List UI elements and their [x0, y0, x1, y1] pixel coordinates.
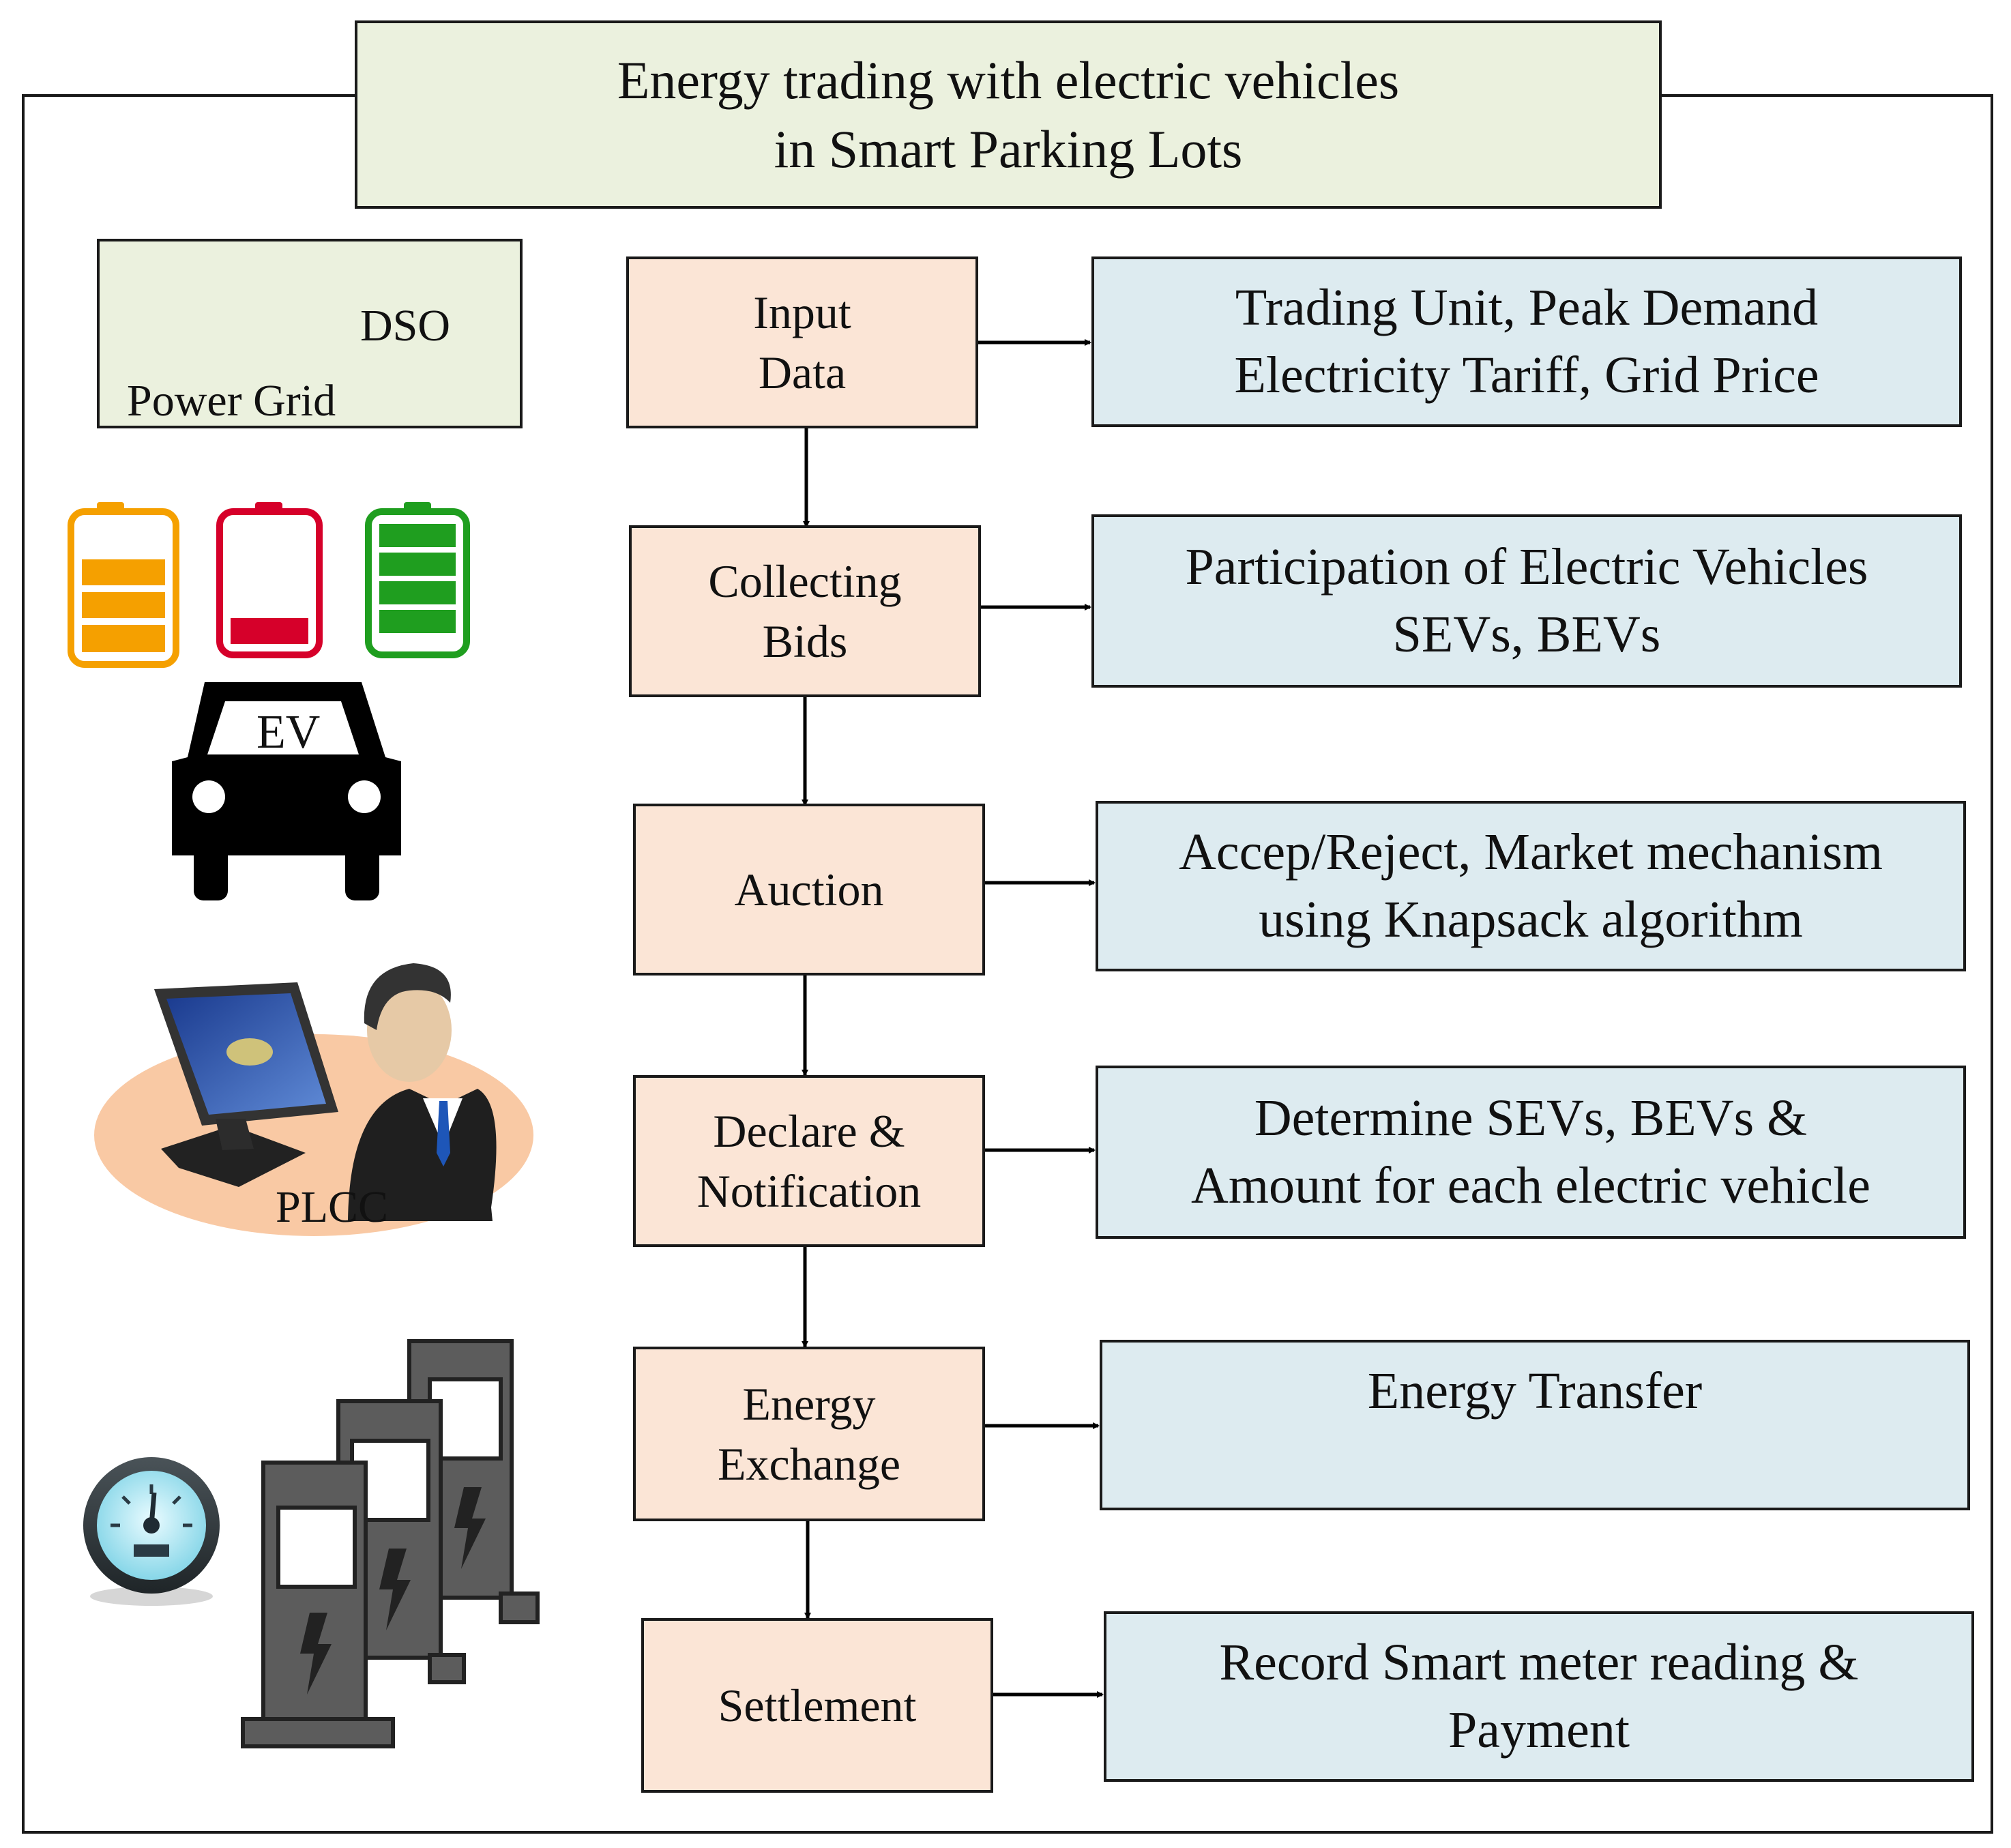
- detail-input-data: Trading Unit, Peak Demand Electricity Ta…: [1091, 256, 1962, 427]
- detail-text: Amount for each electric vehicle: [1191, 1157, 1870, 1214]
- step-label: Data: [758, 347, 847, 398]
- step-label: Input: [753, 286, 851, 338]
- step-auction: Auction: [633, 804, 985, 976]
- step-label: Bids: [762, 615, 848, 667]
- title-line-1: Energy trading with electric vehicles: [617, 50, 1400, 110]
- step-label: Notification: [696, 1165, 922, 1217]
- dso-label: DSO: [360, 301, 451, 351]
- step-settlement: Settlement: [641, 1618, 993, 1793]
- power-grid-label: Power Grid: [127, 376, 336, 426]
- detail-text: Trading Unit, Peak Demand: [1235, 279, 1819, 337]
- title-line-2: in Smart Parking Lots: [774, 119, 1243, 179]
- step-label: Collecting: [708, 555, 902, 607]
- detail-arrows: [978, 339, 1104, 1698]
- detail-auction: Accep/Reject, Market mechanism using Kna…: [1096, 801, 1966, 971]
- gauge-icon: [83, 1457, 220, 1606]
- car-icon: [172, 682, 401, 900]
- step-collecting-bids: Collecting Bids: [629, 525, 981, 697]
- step-label: Exchange: [717, 1438, 901, 1490]
- ev-label: EV: [256, 706, 321, 759]
- detail-text: Accep/Reject, Market mechanism: [1179, 823, 1883, 881]
- detail-text: Participation of Electric Vehicles: [1185, 538, 1868, 596]
- detail-text: Record Smart meter reading &: [1219, 1634, 1859, 1692]
- detail-text: using Knapsack algorithm: [1259, 891, 1803, 948]
- detail-declare-notification: Determine SEVs, BEVs & Amount for each e…: [1096, 1066, 1966, 1239]
- dso-panel: [97, 239, 523, 428]
- step-label: Settlement: [718, 1679, 917, 1731]
- step-declare-notification: Declare & Notification: [633, 1075, 985, 1247]
- detail-settlement: Record Smart meter reading & Payment: [1104, 1611, 1974, 1782]
- battery-green-icon: [365, 502, 470, 658]
- battery-red-icon: [216, 502, 323, 658]
- battery-orange-icon: [68, 502, 179, 668]
- detail-text: Energy Transfer: [1367, 1362, 1703, 1420]
- detail-text: SEVs, BEVs: [1392, 606, 1661, 663]
- detail-energy-exchange: Energy Transfer: [1100, 1340, 1970, 1510]
- charging-station-icon: [241, 1339, 540, 1748]
- computer-operator-icon: [94, 963, 533, 1236]
- step-label: Energy: [742, 1377, 876, 1430]
- detail-text: Electricity Tariff, Grid Price: [1234, 347, 1819, 404]
- diagram-title: Energy trading with electric vehicles in…: [355, 20, 1662, 209]
- detail-collecting-bids: Participation of Electric Vehicles SEVs,…: [1091, 514, 1962, 688]
- step-input-data: Input Data: [626, 256, 978, 428]
- flow-arrows: [802, 428, 811, 1619]
- step-label: Auction: [734, 863, 884, 915]
- detail-text: Determine SEVs, BEVs &: [1254, 1089, 1808, 1147]
- plcc-label: PLCC: [276, 1182, 389, 1232]
- step-energy-exchange: Energy Exchange: [633, 1347, 985, 1521]
- step-label: Declare &: [713, 1104, 905, 1157]
- detail-text: Payment: [1448, 1701, 1630, 1759]
